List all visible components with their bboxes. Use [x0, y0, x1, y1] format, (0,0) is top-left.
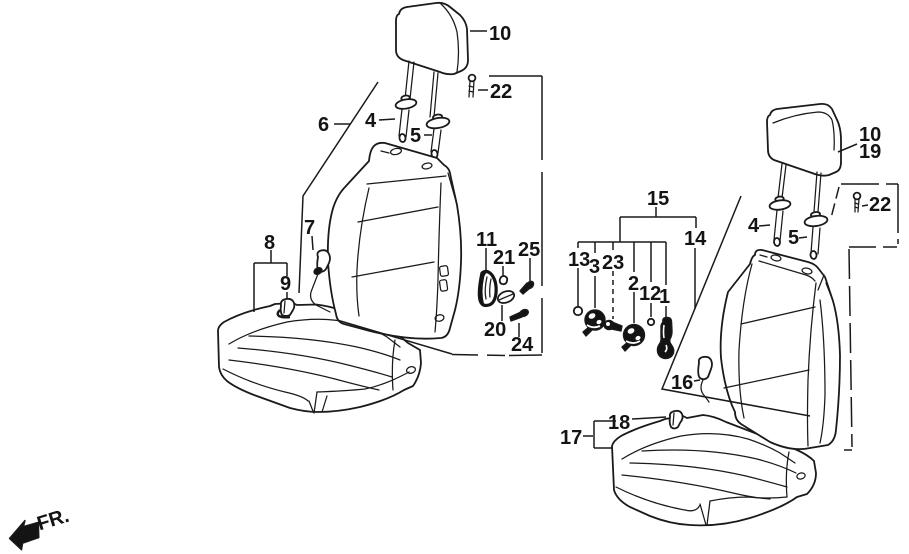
- svg-text:12: 12: [639, 283, 661, 305]
- svg-text:16: 16: [671, 372, 693, 394]
- svg-text:5: 5: [410, 125, 421, 147]
- svg-text:22: 22: [490, 81, 512, 103]
- svg-text:9: 9: [280, 273, 291, 295]
- svg-text:10: 10: [859, 124, 881, 146]
- svg-text:4: 4: [365, 110, 377, 132]
- svg-text:23: 23: [602, 252, 624, 274]
- svg-text:21: 21: [493, 247, 515, 269]
- svg-text:24: 24: [511, 334, 534, 356]
- svg-text:19: 19: [859, 141, 881, 163]
- svg-text:14: 14: [684, 228, 707, 250]
- svg-text:15: 15: [647, 188, 669, 210]
- svg-text:1: 1: [659, 286, 670, 308]
- svg-text:5: 5: [788, 227, 799, 249]
- svg-text:11: 11: [476, 229, 497, 251]
- svg-text:8: 8: [264, 232, 275, 254]
- svg-text:17: 17: [560, 427, 582, 449]
- svg-text:20: 20: [484, 319, 506, 341]
- svg-text:13: 13: [568, 249, 590, 271]
- svg-text:18: 18: [608, 412, 630, 434]
- svg-text:25: 25: [518, 239, 540, 261]
- svg-text:6: 6: [318, 114, 329, 136]
- svg-text:2: 2: [628, 273, 639, 295]
- svg-text:22: 22: [869, 194, 891, 216]
- svg-text:7: 7: [304, 217, 315, 239]
- svg-text:4: 4: [748, 215, 760, 237]
- svg-text:10: 10: [489, 23, 511, 45]
- svg-text:3: 3: [589, 256, 600, 278]
